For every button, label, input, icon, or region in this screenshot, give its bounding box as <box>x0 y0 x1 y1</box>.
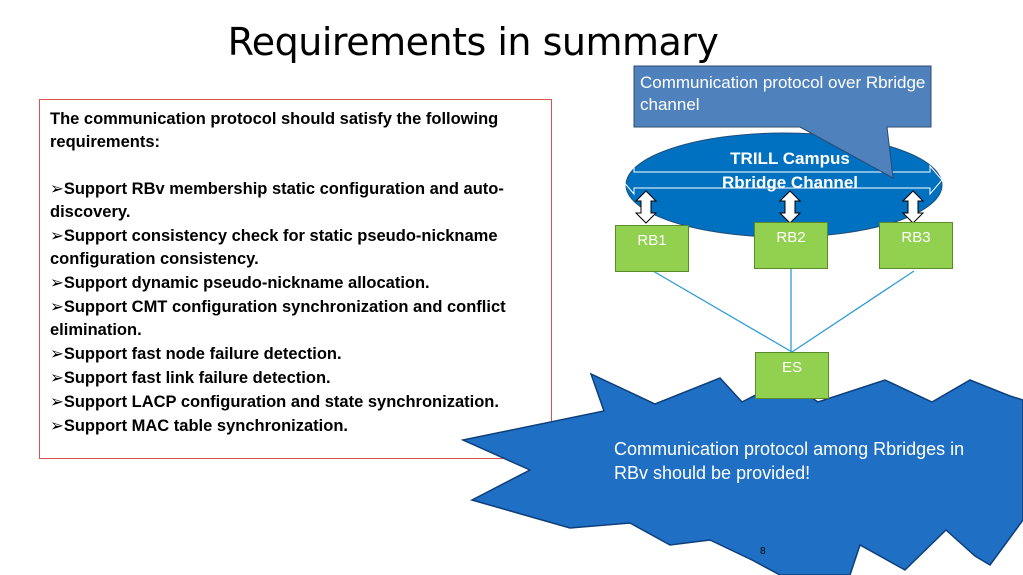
trill-campus-label: TRILL Campus Rbridge Channel <box>721 149 858 192</box>
slide-title: Requirements in summary <box>227 20 719 64</box>
bullet-arrow-icon: ➢ <box>50 226 64 245</box>
node-rb1: RB1 <box>615 225 689 272</box>
list-item: ➢Support RBv membership static configura… <box>50 179 504 221</box>
callout-shape <box>633 65 932 179</box>
bullet-arrow-icon: ➢ <box>50 297 64 316</box>
page-number: 8 <box>760 546 766 557</box>
callout-text: Communication protocol over Rbridge chan… <box>640 73 926 114</box>
node-es: ES <box>755 352 829 399</box>
bullet-arrow-icon: ➢ <box>50 416 64 435</box>
list-item: ➢Support CMT configuration synchronizati… <box>50 297 506 339</box>
requirements-intro: The communication protocol should satisf… <box>50 110 499 151</box>
list-item: ➢Support LACP configuration and state sy… <box>50 392 499 411</box>
starburst-text: Communication protocol among Rbridges in… <box>614 439 965 483</box>
bullet-arrow-icon: ➢ <box>50 368 64 387</box>
starburst-shape <box>460 372 1023 575</box>
bullet-arrow-icon: ➢ <box>50 179 64 198</box>
list-item: ➢Support consistency check for static ps… <box>50 226 498 268</box>
link-rb3-es <box>791 270 915 353</box>
bullet-arrow-icon: ➢ <box>50 273 64 292</box>
list-item: ➢Support fast node failure detection. <box>50 344 342 363</box>
link-rb1-es <box>652 270 793 353</box>
requirements-list: ➢Support RBv membership static configura… <box>50 177 541 438</box>
bullet-arrow-icon: ➢ <box>50 344 64 363</box>
list-item: ➢Support fast link failure detection. <box>50 368 331 387</box>
node-rb3: RB3 <box>879 222 953 269</box>
list-item: ➢Support MAC table synchronization. <box>50 416 349 435</box>
requirements-box: The communication protocol should satisf… <box>39 99 552 459</box>
updown-arrow-icon <box>634 190 658 224</box>
list-item: ➢Support dynamic pseudo-nickname allocat… <box>50 273 430 292</box>
node-rb2: RB2 <box>754 222 828 269</box>
channel-arrow-icon <box>621 164 943 196</box>
bullet-arrow-icon: ➢ <box>50 392 64 411</box>
